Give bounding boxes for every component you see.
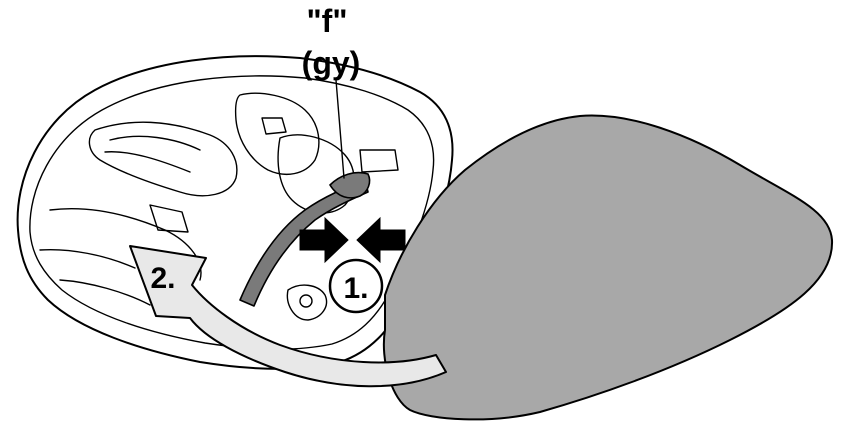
mirror-glass [382, 114, 834, 421]
connector-leader-line [335, 79, 345, 179]
wire-harness [239, 171, 371, 307]
mirror-motor-mechanism [39, 92, 399, 321]
step-1-badge: 1. [328, 258, 384, 314]
removal-direction-arrow [129, 245, 447, 388]
connector-code-label: "f" [307, 3, 348, 39]
step-1-label: 1. [343, 272, 368, 305]
wire-color-label: (gy) [302, 45, 361, 81]
squeeze-arrows [299, 216, 406, 264]
step-2-label: 2. [150, 262, 175, 295]
